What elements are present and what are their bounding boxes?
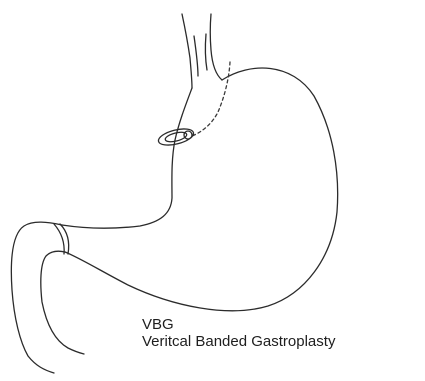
diagram-caption: VBG Veritcal Banded Gastroplasty xyxy=(142,316,335,350)
procedure-abbreviation: VBG xyxy=(142,316,335,333)
esophagus xyxy=(182,14,222,88)
stomach-outline xyxy=(62,68,338,311)
pylorus xyxy=(54,224,69,254)
procedure-name: Veritcal Banded Gastroplasty xyxy=(142,333,335,350)
duodenum xyxy=(11,222,84,373)
